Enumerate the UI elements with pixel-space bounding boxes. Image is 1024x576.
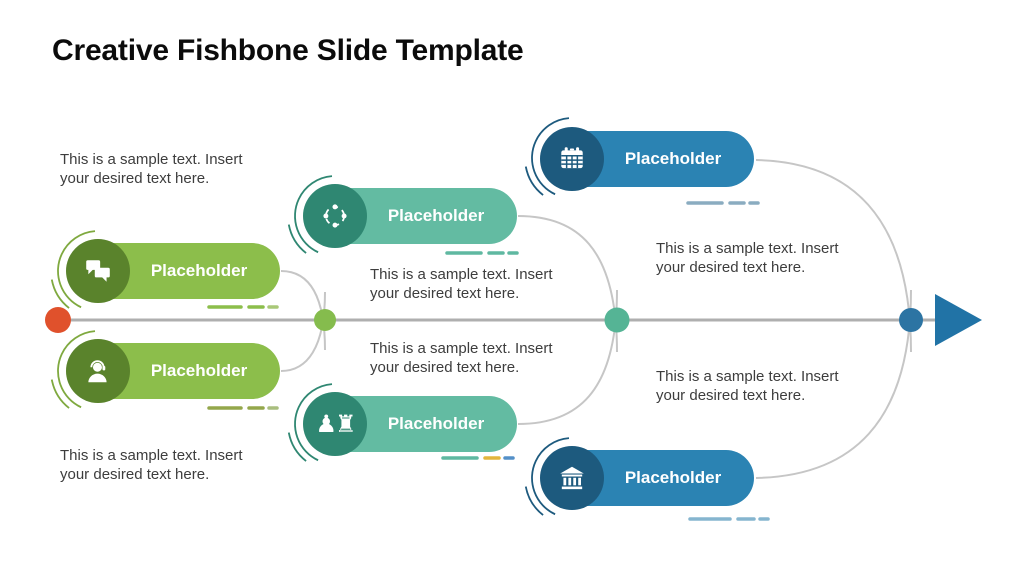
pill-label: Placeholder — [624, 149, 722, 168]
pill-label: Placeholder — [150, 261, 248, 280]
sample-text-left-top: This is a sample text. Insert your desir… — [60, 151, 243, 187]
placeholder-pill-green-top: Placeholder — [66, 239, 280, 303]
placeholder-pill-blue-top: Placeholder — [540, 127, 754, 191]
chat-bubbles-icon — [86, 260, 110, 282]
arc-ring — [294, 383, 376, 465]
pill-icon-circle — [303, 184, 367, 248]
arc-ring — [294, 175, 376, 257]
rib-green-bottom — [280, 291, 326, 372]
pill-label: Placeholder — [624, 468, 722, 487]
bank-icon — [560, 466, 584, 490]
arc-ring — [287, 168, 383, 264]
rib-blue-bottom — [755, 289, 912, 479]
fishbone-ribs — [280, 159, 912, 479]
arc-ring — [531, 437, 613, 519]
arc-ring — [50, 323, 146, 419]
arc-ring — [524, 110, 620, 206]
slide-title: Creative Fishbone Slide Template — [52, 34, 524, 67]
support-agent-icon — [88, 360, 107, 383]
calendar-icon — [561, 147, 583, 169]
sample-text-right-bottom: This is a sample text. Insert your desir… — [656, 368, 839, 404]
arc-ring — [531, 117, 613, 199]
pill-icon-circle: ♟♜ — [303, 392, 367, 456]
pill-icon-circle — [540, 127, 604, 191]
green-branch-dot — [314, 309, 336, 331]
sample-text-mid-bottom: This is a sample text. Insert your desir… — [370, 340, 553, 376]
sample-text-right-top: This is a sample text. Insert your desir… — [656, 240, 839, 276]
pill-icon-circle — [66, 339, 130, 403]
chess-strategy-icon: ♟♜ — [315, 410, 356, 438]
pill-icon-circle — [66, 239, 130, 303]
arc-ring — [524, 430, 620, 526]
placeholder-pill-blue-bottom: Placeholder — [540, 446, 754, 510]
teal-branch-dot — [604, 307, 630, 333]
pill-label: Placeholder — [150, 361, 248, 380]
team-target-icon — [323, 204, 347, 228]
placeholder-pill-green-bottom: Placeholder — [66, 339, 280, 403]
decorative-arcs — [50, 110, 620, 526]
blue-branch-dot — [899, 308, 923, 332]
sample-text-mid-top: This is a sample text. Insert your desir… — [370, 266, 553, 302]
arc-ring — [57, 230, 139, 312]
pill-icon-circle — [540, 446, 604, 510]
pill-label: Placeholder — [387, 206, 485, 225]
arc-ring — [287, 376, 383, 472]
dash-accents — [207, 201, 770, 521]
start-dot — [45, 307, 71, 333]
arrow-right-icon — [935, 294, 982, 346]
sample-text-left-bottom: This is a sample text. Insert your desir… — [60, 447, 243, 483]
placeholder-pill-teal-bottom: Placeholder ♟♜ — [303, 392, 517, 456]
placeholder-pill-teal-top: Placeholder — [303, 184, 517, 248]
pill-label: Placeholder — [387, 414, 485, 433]
rib-blue-top — [755, 159, 912, 353]
arc-ring — [57, 330, 139, 412]
arc-ring — [50, 223, 146, 319]
rib-green-top — [280, 270, 326, 351]
